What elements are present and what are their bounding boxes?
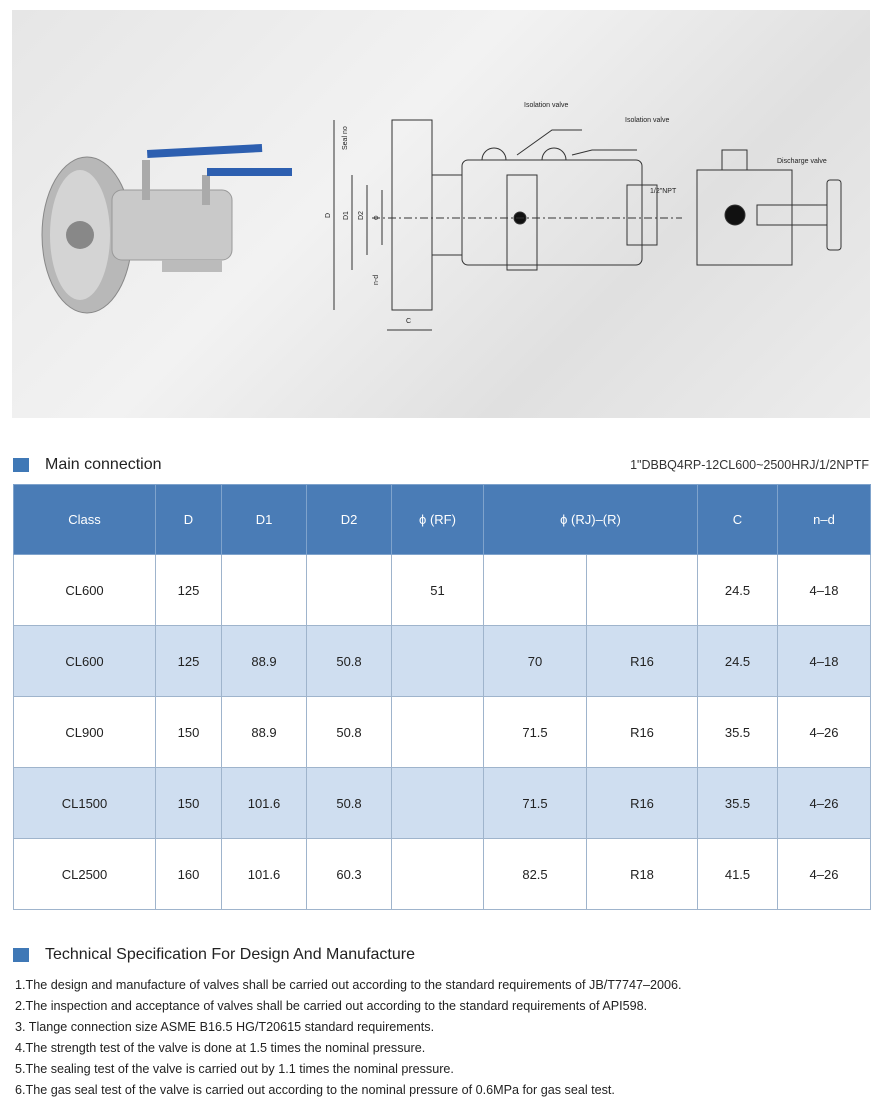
- cell: 125: [155, 554, 222, 626]
- cell: 41.5: [697, 838, 778, 910]
- product-image-area: Isolation valve Isolation valve Discharg…: [12, 10, 870, 418]
- cell: [586, 554, 698, 626]
- cell: 50.8: [306, 696, 392, 768]
- model-number: 1"DBBQ4RP-12CL600~2500HRJ/1/2NPTF: [630, 458, 869, 472]
- valve-photo: [41, 143, 292, 314]
- cell: 150: [155, 696, 222, 768]
- spec-item: 3. Tlange connection size ASME B16.5 HG/…: [15, 1020, 435, 1034]
- header-c: C: [697, 484, 778, 555]
- cell: R16: [586, 625, 698, 697]
- cell: 50.8: [306, 625, 392, 697]
- cell: [221, 554, 307, 626]
- cell: 51: [391, 554, 484, 626]
- cell: [391, 767, 484, 839]
- header-class: Class: [13, 484, 156, 555]
- cell: CL900: [13, 696, 156, 768]
- cell: 35.5: [697, 696, 778, 768]
- cell: 4–26: [777, 838, 871, 910]
- cell: 82.5: [483, 838, 587, 910]
- npt-label: 1/2"NPT: [650, 188, 677, 195]
- header-d1: D1: [221, 484, 307, 555]
- main-connection-title: Main connection: [45, 456, 162, 473]
- cell: R16: [586, 767, 698, 839]
- cell: [391, 625, 484, 697]
- cell: 125: [155, 625, 222, 697]
- header-phi-rj-r: ϕ (RJ)–(R): [483, 484, 698, 555]
- spec-item: 4.The strength test of the valve is done…: [15, 1041, 426, 1055]
- cell: 88.9: [221, 696, 307, 768]
- cell: [306, 554, 392, 626]
- cell: 160: [155, 838, 222, 910]
- spec-item: 2.The inspection and acceptance of valve…: [15, 999, 648, 1013]
- cell: CL1500: [13, 767, 156, 839]
- cell: 71.5: [483, 696, 587, 768]
- cell: 71.5: [483, 767, 587, 839]
- spec-item: 5.The sealing test of the valve is carri…: [15, 1062, 454, 1076]
- cell: [483, 554, 587, 626]
- cell: 24.5: [697, 625, 778, 697]
- c-label: C: [406, 318, 411, 325]
- d2-label: D2: [358, 211, 365, 220]
- cell: [391, 838, 484, 910]
- tech-spec-list: 1.The design and manufacture of valves s…: [15, 975, 681, 1101]
- header-d: D: [155, 484, 222, 555]
- section-marker-icon: [13, 948, 29, 962]
- cell: 4–18: [777, 554, 871, 626]
- discharge-valve-label: Discharge valve: [777, 158, 827, 165]
- tech-spec-heading: Technical Specification For Design And M…: [13, 946, 415, 964]
- tech-spec-title: Technical Specification For Design And M…: [45, 946, 415, 963]
- cell: 4–26: [777, 696, 871, 768]
- valve-illustration: Isolation valve Isolation valve Discharg…: [41, 102, 842, 331]
- d-label: D: [325, 213, 332, 218]
- seal-label: Seal no: [342, 126, 349, 150]
- cell: CL2500: [13, 838, 156, 910]
- main-connection-table: Class D D1 D2 ϕ (RF) ϕ (RJ)–(R) C n–d CL…: [13, 484, 871, 910]
- cell: 50.8: [306, 767, 392, 839]
- header-phi-rf: ϕ (RF): [391, 484, 484, 555]
- header-d2: D2: [306, 484, 392, 555]
- spec-item: 6.The gas seal test of the valve is carr…: [15, 1083, 615, 1097]
- nd-label: n-d: [373, 275, 380, 285]
- cell: R18: [586, 838, 698, 910]
- table-header-row: Class D D1 D2 ϕ (RF) ϕ (RJ)–(R) C n–d: [13, 484, 871, 555]
- cell: CL600: [13, 554, 156, 626]
- cell: R16: [586, 696, 698, 768]
- cell: 35.5: [697, 767, 778, 839]
- isolation-valve-label-1: Isolation valve: [524, 102, 568, 109]
- main-connection-heading: Main connection: [13, 456, 162, 474]
- cell: 4–18: [777, 625, 871, 697]
- phi-label: φ: [373, 215, 380, 220]
- cell: 150: [155, 767, 222, 839]
- cell: [391, 696, 484, 768]
- header-n-d: n–d: [777, 484, 871, 555]
- section-drawing: [333, 119, 842, 331]
- cell: 101.6: [221, 767, 307, 839]
- cell: 88.9: [221, 625, 307, 697]
- cell: CL600: [13, 625, 156, 697]
- cell: 60.3: [306, 838, 392, 910]
- cell: 101.6: [221, 838, 307, 910]
- cell: 70: [483, 625, 587, 697]
- cell: 4–26: [777, 767, 871, 839]
- isolation-valve-label-2: Isolation valve: [625, 117, 669, 124]
- cell: 24.5: [697, 554, 778, 626]
- spec-item: 1.The design and manufacture of valves s…: [15, 978, 682, 992]
- d1-label: D1: [343, 211, 350, 220]
- section-marker-icon: [13, 458, 29, 472]
